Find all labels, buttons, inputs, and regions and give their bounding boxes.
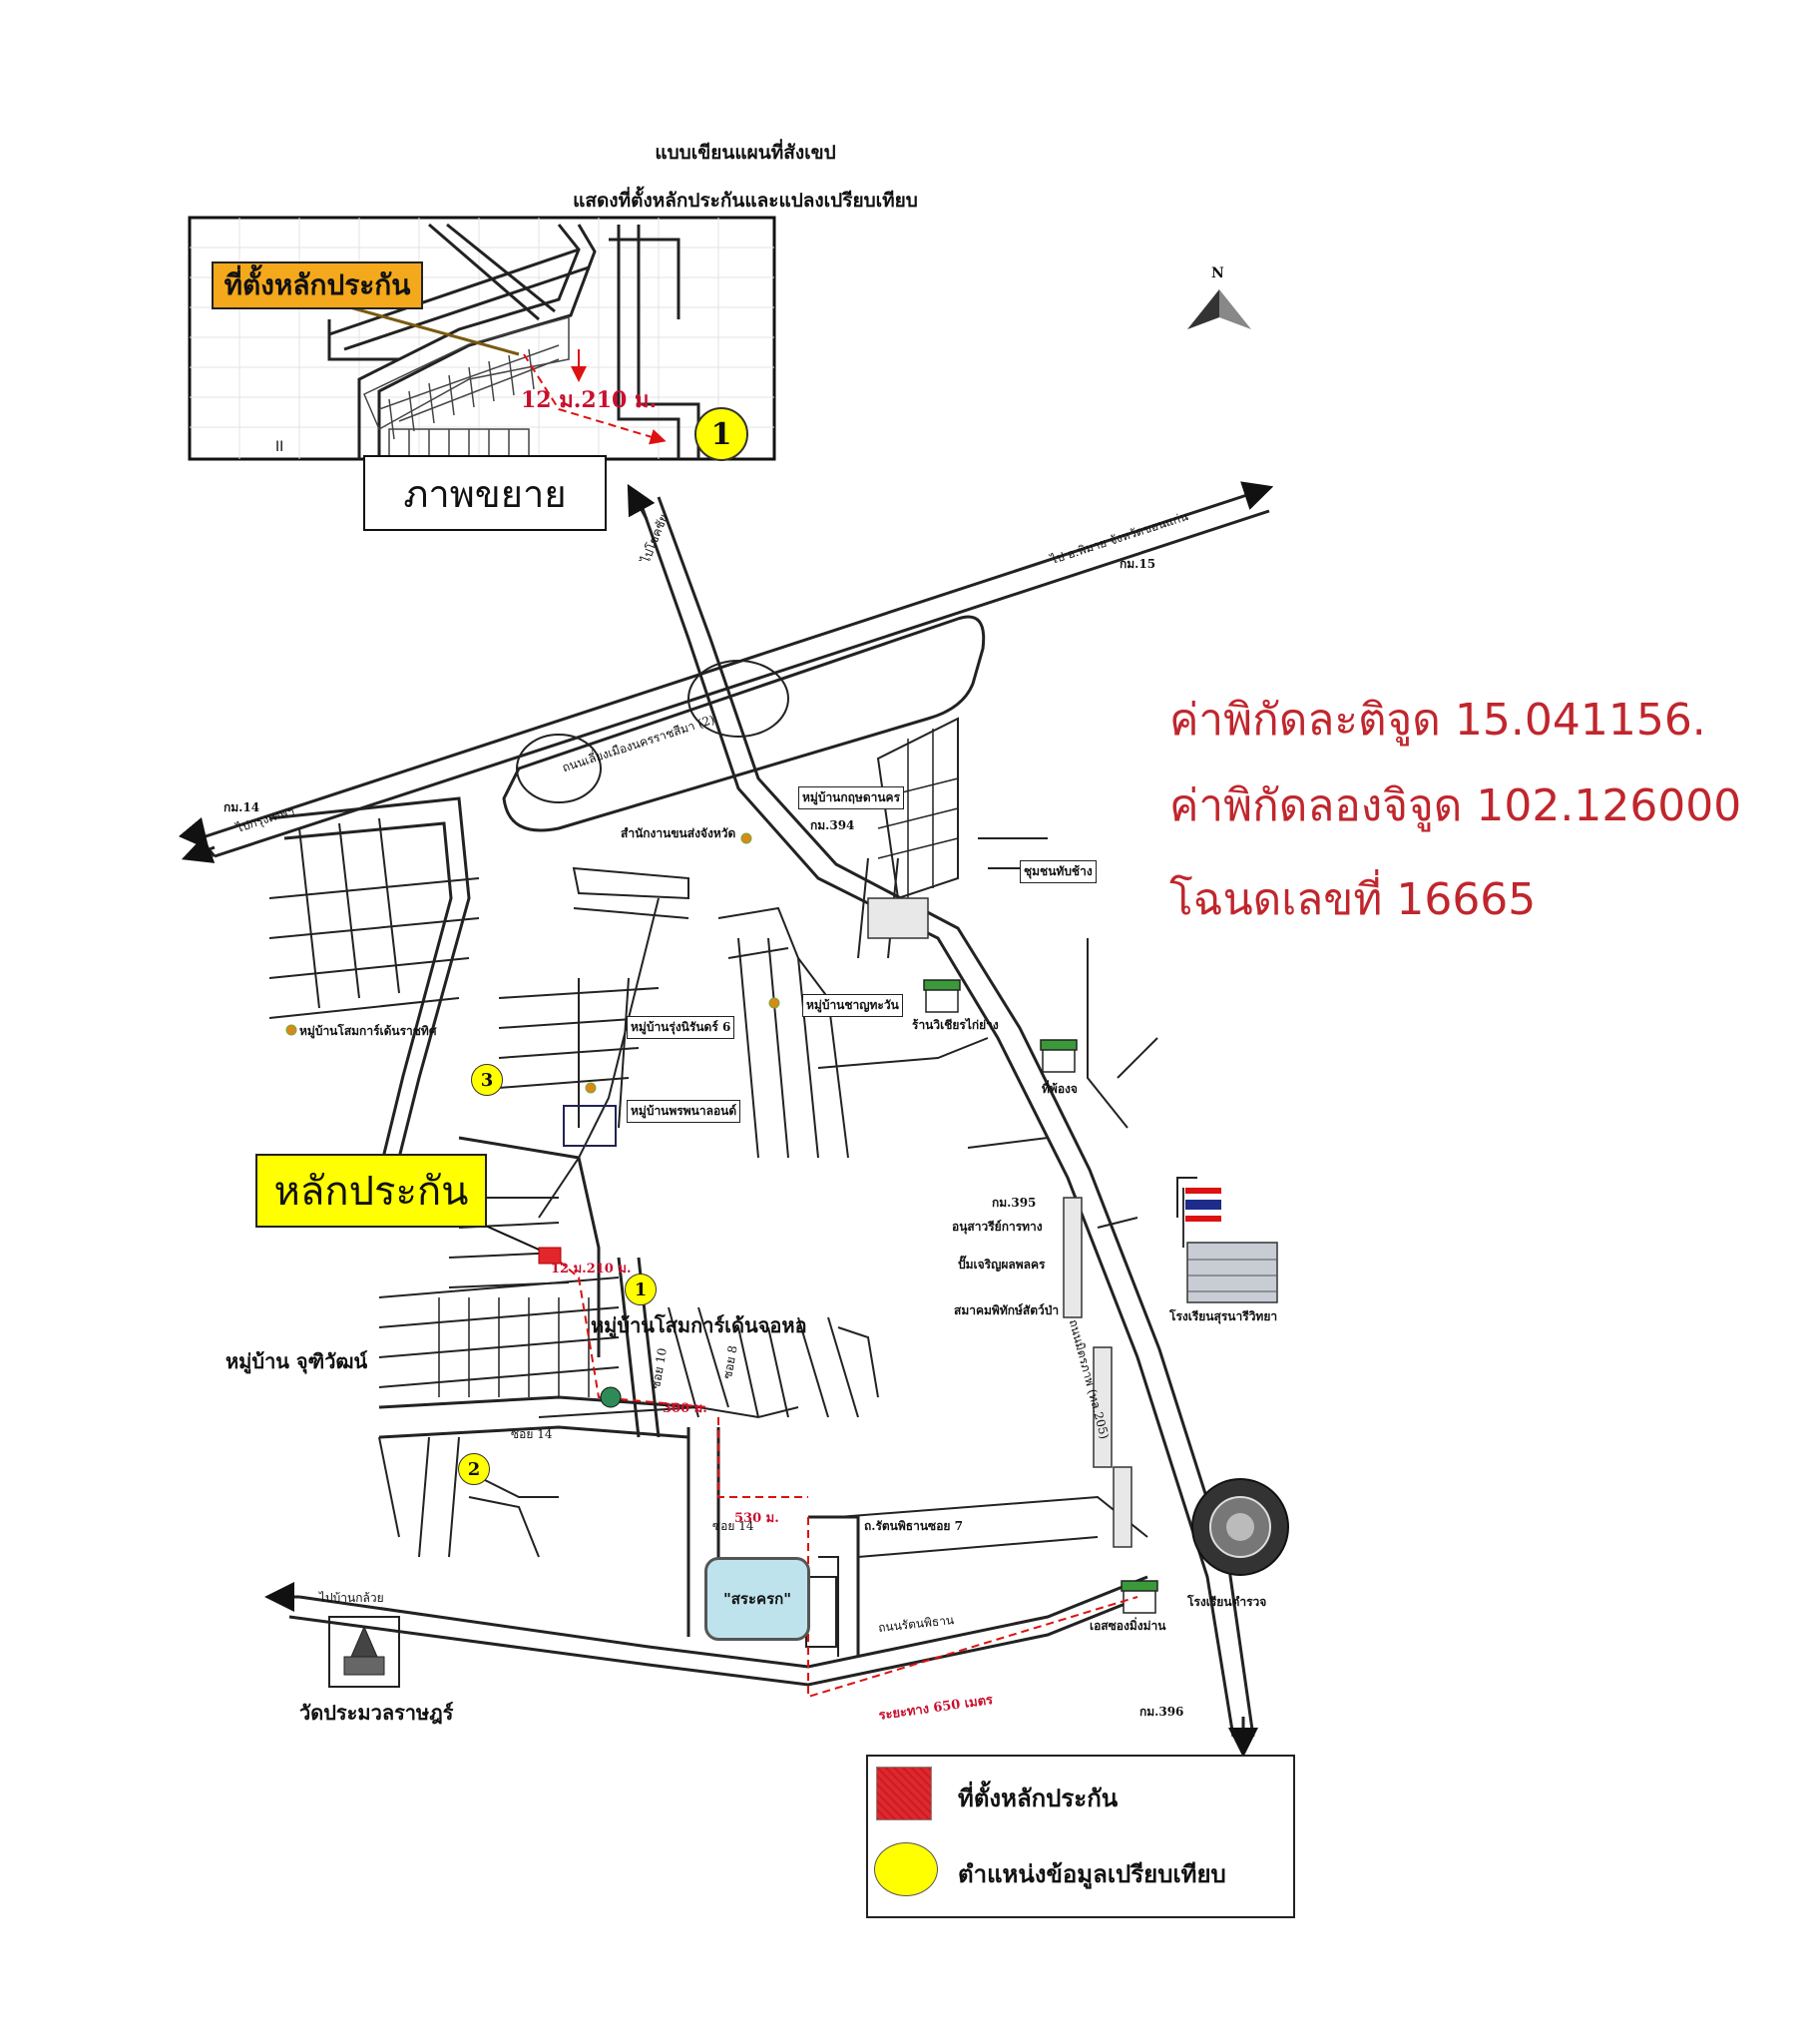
village-juthiwat-label: หมู่บ้าน จุฑิวัฒน์ <box>226 1349 368 1373</box>
route-start-label: ซอย 14 <box>712 1519 754 1533</box>
latitude-text: ค่าพิกัดละติจูด 15.041156. <box>1169 695 1706 746</box>
police-emblem-icon <box>1191 1478 1289 1576</box>
place-label-chanthawan: หมู่บ้านชาญทะวัน <box>802 994 903 1017</box>
north-label: N <box>1211 265 1224 281</box>
village-main-label: หมู่บ้านโสมการ์เด้นจอหอ <box>591 1313 807 1337</box>
place-label-somgarden: หมู่บ้านโสมการ์เด้นราชทิศ <box>299 1024 437 1038</box>
collateral-tag: หลักประกัน <box>255 1154 487 1228</box>
km395-label: กม.395 <box>992 1196 1037 1210</box>
map-subtitle: แสดงที่ตั้งหลักประกันและแปลงเปรียบเทียบ <box>573 190 918 212</box>
km15-label: กม.15 <box>1120 557 1156 571</box>
place-label-transport: สำนักงานขนส่งจังหวัด <box>621 826 736 840</box>
soi-ratpathan7-label: ถ.รัตนพิธานซอย 7 <box>864 1519 963 1533</box>
deed-number-text: โฉนดเลขที่ 16665 <box>1169 874 1537 925</box>
inset-distance-label: 12 ม.210 ม. <box>521 387 658 413</box>
place-label-rungniran: หมู่บ้านรุ่งนิรันดร์ 6 <box>627 1016 735 1039</box>
comparison-marker-3: 3 <box>471 1064 503 1096</box>
school-building-icon <box>1182 1188 1278 1303</box>
temple-label: วัดประมวลราษฎร์ <box>299 1701 454 1725</box>
place-label-wichian: ร้านวิเชียรไก่ย่าง <box>912 1018 999 1032</box>
place-label-pornpana: หมู่บ้านพรพนาลอนด์ <box>627 1100 741 1123</box>
inset-map: II <box>188 216 776 461</box>
place-label-phong: ที่พ้องจ <box>1042 1082 1078 1096</box>
place-label-esong: เอสซองมิ่งม่าน <box>1090 1619 1166 1633</box>
place-label-kritsada: หมู่บ้านกฤษดานคร <box>798 786 905 809</box>
svg-text:II: II <box>275 439 283 455</box>
km14-label: กม.14 <box>224 800 260 814</box>
legend-collateral-swatch <box>876 1767 932 1820</box>
legend-comparison-swatch <box>874 1842 938 1896</box>
main-map <box>178 481 1289 1758</box>
distance-530-label: 530 ม. <box>734 1511 779 1526</box>
inset-marker-1: 1 <box>694 407 748 461</box>
place-label-thapchang: ชุมชนทับช้าง <box>1020 860 1097 883</box>
to-banklong-label: ไปบ้านกล้วย <box>319 1591 384 1605</box>
comparison-marker-1: 1 <box>625 1274 657 1305</box>
map-title: แบบเขียนแผนที่สังเขป <box>655 142 836 164</box>
place-label-pump: ปั๊มเจริญผลพลคร <box>958 1258 1046 1272</box>
km396-label: กม.396 <box>1139 1705 1184 1719</box>
zoom-label: ภาพขยาย <box>363 455 607 531</box>
distance-300-label: 300 ม. <box>663 1401 707 1416</box>
place-label-wildlife: สมาคมพิทักษ์สัตว์ป่า <box>954 1303 1060 1317</box>
distance-210-label: 12 ม.210 ม. <box>551 1262 632 1277</box>
comparison-marker-2: 2 <box>458 1453 490 1485</box>
police-label: โรงเรียนตำรวจ <box>1187 1595 1267 1609</box>
longitude-text: ค่าพิกัดลองจิจูด 102.126000 <box>1169 780 1742 831</box>
north-arrow-icon <box>1187 289 1251 329</box>
soi-14-label: ซอย 14 <box>511 1427 553 1441</box>
inset-collateral-tag: ที่ตั้งหลักประกัน <box>212 261 423 309</box>
school-label: โรงเรียนสุรนารีวิทยา <box>1169 1309 1278 1323</box>
legend-comparison-label: ตำแหน่งข้อมูลเปรียบเทียบ <box>958 1859 1226 1888</box>
pond-label: "สระครก" <box>704 1557 810 1641</box>
legend-collateral-label: ที่ตั้งหลักประกัน <box>958 1784 1119 1812</box>
place-label-monument: อนุสาวรีย์การทาง <box>952 1220 1043 1234</box>
legend: ที่ตั้งหลักประกัน ตำแหน่งข้อมูลเปรียบเที… <box>866 1755 1295 1918</box>
km394-label: กม.394 <box>810 818 855 832</box>
